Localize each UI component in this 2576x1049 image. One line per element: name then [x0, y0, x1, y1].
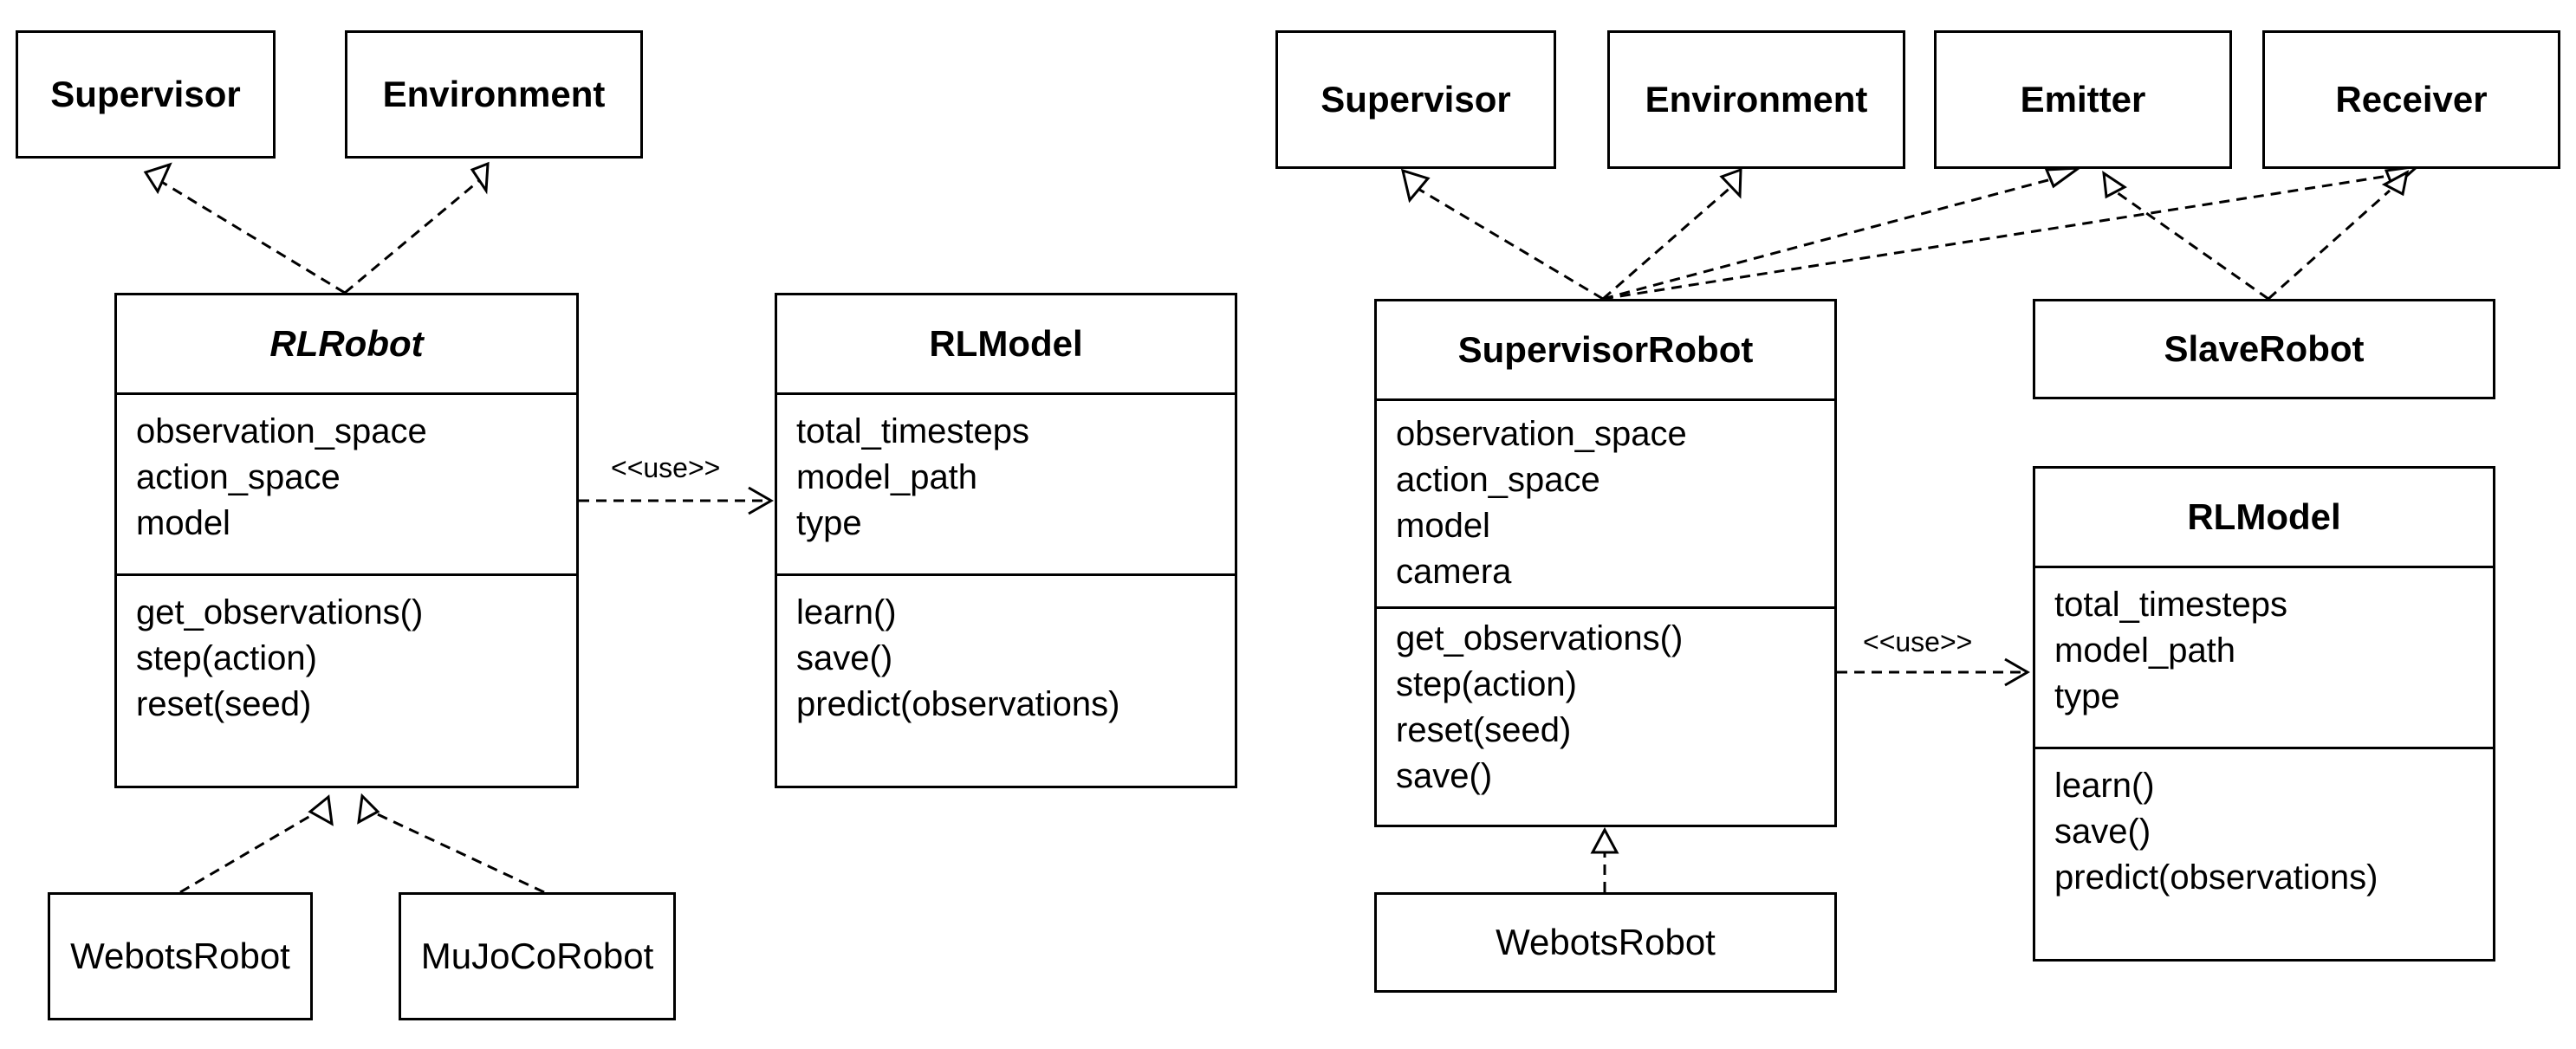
supervisor-class: Supervisor — [16, 30, 276, 159]
attribute: model — [1396, 507, 1490, 545]
supervisorrobot-class: SupervisorRobot observation_space action… — [1374, 299, 1837, 827]
realization-line — [344, 177, 483, 295]
open-arrowhead — [748, 486, 775, 515]
rlmodel-class: RLModel total_timesteps model_path type … — [2033, 466, 2495, 962]
methods-section: learn() save() predict(observations) — [2035, 747, 2493, 901]
realization-line — [1602, 173, 2068, 301]
class-name: Emitter — [2020, 79, 2146, 120]
attribute: observation_space — [1396, 415, 1687, 453]
attribute: total_timesteps — [2054, 586, 2288, 624]
class-name: Environment — [382, 74, 606, 114]
use-stereotype-label: <<use>> — [1863, 626, 1973, 657]
realization-line — [179, 808, 321, 894]
hollow-triangle-arrowhead — [1590, 826, 1619, 854]
methods-section: get_observations() step(action) reset(se… — [1377, 606, 1834, 800]
class-name: RLRobot — [269, 323, 424, 364]
webotsrobot-class: WebotsRobot — [1374, 892, 1837, 993]
hollow-triangle-arrowhead — [1719, 167, 1742, 199]
hollow-triangle-arrowhead — [308, 794, 334, 826]
realization-line — [155, 177, 346, 295]
class-name: Supervisor — [1320, 79, 1511, 120]
method: predict(observations) — [796, 685, 1120, 723]
attribute: camera — [1396, 553, 1512, 591]
attribute: action_space — [1396, 461, 1600, 499]
realization-line — [2113, 189, 2269, 301]
class-name: SupervisorRobot — [1457, 329, 1754, 370]
hollow-triangle-arrowhead — [2044, 166, 2084, 189]
open-arrowhead — [2004, 657, 2031, 687]
class-name: WebotsRobot — [70, 936, 290, 976]
class-name: Supervisor — [50, 74, 241, 114]
attribute: model_path — [2054, 631, 2236, 670]
method: save() — [796, 639, 893, 677]
methods-section: learn() save() predict(observations) — [777, 573, 1235, 728]
realization-line — [1602, 184, 1734, 301]
slaverobot-class: SlaveRobot — [2033, 299, 2495, 399]
realization-line — [2268, 189, 2391, 301]
attribute: observation_space — [136, 412, 427, 450]
emitter-class: Emitter — [1934, 30, 2232, 169]
method: learn() — [2054, 767, 2155, 805]
attributes-section: total_timesteps model_path type — [777, 392, 1235, 573]
attributes-section: observation_space action_space model — [117, 392, 576, 573]
class-name: WebotsRobot — [1496, 922, 1716, 962]
method: get_observations() — [1396, 619, 1684, 657]
environment-class: Environment — [1607, 30, 1905, 169]
attribute: type — [796, 504, 862, 542]
method: reset(seed) — [1396, 711, 1572, 749]
attribute: total_timesteps — [796, 412, 1030, 450]
rlmodel-class: RLModel total_timesteps model_path type … — [775, 293, 1237, 788]
class-name: RLModel — [929, 323, 1083, 364]
attributes-section: total_timesteps model_path type — [2035, 566, 2493, 747]
method: save() — [2054, 813, 2151, 851]
receiver-class: Receiver — [2262, 30, 2560, 169]
attributes-section: observation_space action_space model cam… — [1377, 398, 1834, 606]
attribute: model — [136, 504, 230, 542]
webotsrobot-class: WebotsRobot — [48, 892, 313, 1020]
methods-section: get_observations() step(action) reset(se… — [117, 573, 576, 728]
attribute: action_space — [136, 458, 341, 496]
rlrobot-class: RLRobot observation_space action_space m… — [114, 293, 579, 788]
method: reset(seed) — [136, 685, 312, 723]
hollow-triangle-arrowhead — [357, 793, 380, 825]
hollow-triangle-arrowhead — [2381, 170, 2410, 197]
realization-line — [1602, 172, 2406, 301]
hollow-triangle-arrowhead — [143, 162, 172, 195]
attribute: type — [2054, 677, 2120, 716]
method: save() — [1396, 757, 1493, 795]
use-stereotype-label: <<use>> — [611, 452, 721, 483]
realization-line — [367, 808, 545, 894]
class-name: RLModel — [2187, 496, 2341, 537]
method: step(action) — [136, 639, 317, 677]
hollow-triangle-arrowhead — [1400, 168, 1431, 204]
class-name: Receiver — [2335, 79, 2488, 120]
class-name: SlaveRobot — [2164, 328, 2365, 369]
class-name: MuJoCoRobot — [420, 936, 654, 976]
class-name: Environment — [1645, 79, 1868, 120]
method: get_observations() — [136, 593, 424, 631]
method: predict(observations) — [2054, 858, 2378, 897]
hollow-triangle-arrowhead — [2102, 170, 2127, 199]
environment-class: Environment — [345, 30, 643, 159]
supervisor-class: Supervisor — [1275, 30, 1556, 169]
hollow-triangle-arrowhead — [470, 161, 490, 195]
mujocorobot-class: MuJoCoRobot — [399, 892, 676, 1020]
method: step(action) — [1396, 665, 1577, 703]
realization-line — [1411, 184, 1604, 301]
method: learn() — [796, 593, 897, 631]
attribute: model_path — [796, 458, 978, 496]
